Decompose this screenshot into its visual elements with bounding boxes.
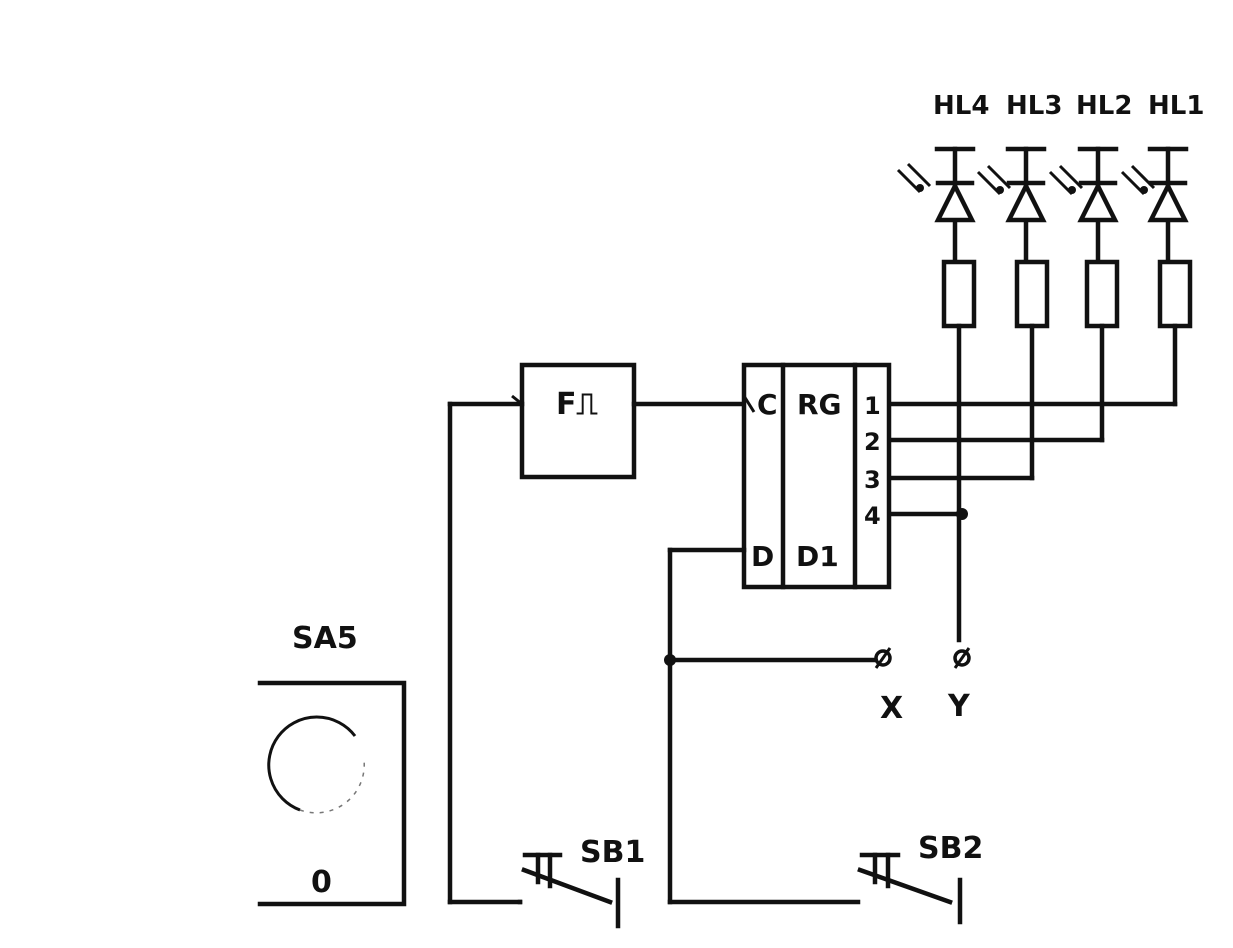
pulse-generator: F⎍ (447, 362, 747, 480)
selector-position-label: 0 (311, 865, 332, 900)
register-output-1: 1 (864, 392, 881, 420)
data-line (664, 547, 879, 905)
selector-sa5: SA5 0 (257, 621, 407, 907)
button-sb2: SB2 (667, 831, 983, 925)
clock-line (447, 401, 523, 905)
terminal-x-label: X (880, 691, 903, 726)
register-output-2: 2 (864, 428, 881, 456)
register-data-label: D (751, 540, 774, 573)
selector-dial-arc (267, 715, 357, 812)
register-type-label: RG (797, 388, 842, 421)
led-diode-hl4 (896, 146, 977, 643)
led-label-hl4: HL4 (933, 91, 989, 121)
register-clock-label: C (757, 388, 778, 421)
led-diode-hl3 (976, 146, 1050, 481)
led-label-hl2: HL2 (1076, 91, 1132, 121)
generator-label: F⎍ (556, 387, 598, 422)
shift-register-d1: C RG D D1 1 2 3 4 (741, 362, 892, 590)
register-output-4: 4 (864, 502, 881, 530)
terminal-y: Y (947, 647, 971, 724)
register-ref-label: D1 (796, 540, 839, 573)
terminal-y-label: Y (947, 689, 971, 724)
button-sb1-label: SB1 (580, 835, 645, 870)
register-output-wires (886, 401, 1178, 520)
button-sb2-label: SB2 (918, 831, 983, 866)
led-label-hl3: HL3 (1006, 91, 1062, 121)
button-sb1: SB1 (517, 835, 645, 929)
led-diode-hl1 (1120, 146, 1193, 407)
register-output-3: 3 (864, 466, 881, 494)
terminal-x: X (874, 647, 903, 726)
selector-label: SA5 (292, 621, 358, 656)
led-diode-hl2 (1048, 146, 1120, 443)
led-array: HL4 HL3 HL2 HL1 (896, 91, 1204, 643)
led-label-hl1: HL1 (1148, 91, 1204, 121)
